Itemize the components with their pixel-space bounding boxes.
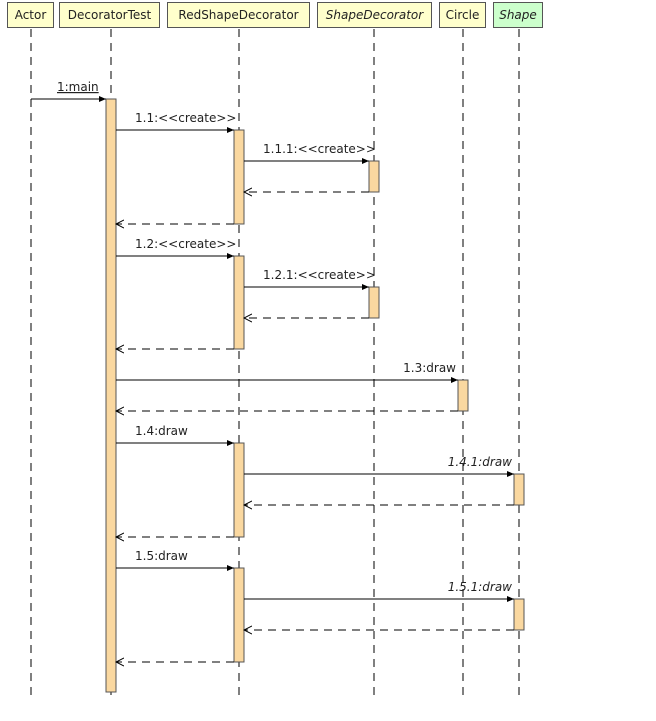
message-label: 1.1:<<create>> — [135, 111, 236, 125]
message-label: 1.2.1:<<create>> — [263, 268, 376, 282]
activation-bar-redshapedecorator — [233, 567, 245, 663]
activation-bar-shape — [513, 473, 525, 506]
message-label: 1.5.1:draw — [448, 580, 512, 594]
activation-bar-decoratortest — [105, 98, 117, 693]
message-label: 1.1.1:<<create>> — [263, 142, 376, 156]
lifeline-header-redshapedecorator: RedShapeDecorator — [167, 2, 310, 28]
lifeline-header-circle: Circle — [439, 2, 486, 28]
lifeline-header-actor: Actor — [7, 2, 54, 28]
message-label: 1.2:<<create>> — [135, 237, 236, 251]
message-label: 1.3:draw — [403, 361, 456, 375]
activation-bar-redshapedecorator — [233, 255, 245, 350]
activation-bar-shapedecorator — [368, 286, 380, 319]
activation-bar-shape — [513, 598, 525, 631]
activation-bar-redshapedecorator — [233, 442, 245, 538]
message-label: 1:main — [57, 80, 99, 94]
message-label: 1.4.1:draw — [448, 455, 512, 469]
lifeline-header-decoratortest: DecoratorTest — [59, 2, 160, 28]
lifeline-header-shape: Shape — [493, 2, 543, 28]
lifeline-header-shapedecorator: ShapeDecorator — [317, 2, 432, 28]
activation-bar-redshapedecorator — [233, 129, 245, 225]
activation-bar-circle — [457, 379, 469, 412]
message-label: 1.4:draw — [135, 424, 188, 438]
message-label: 1.5:draw — [135, 549, 188, 563]
activation-bar-shapedecorator — [368, 160, 380, 193]
